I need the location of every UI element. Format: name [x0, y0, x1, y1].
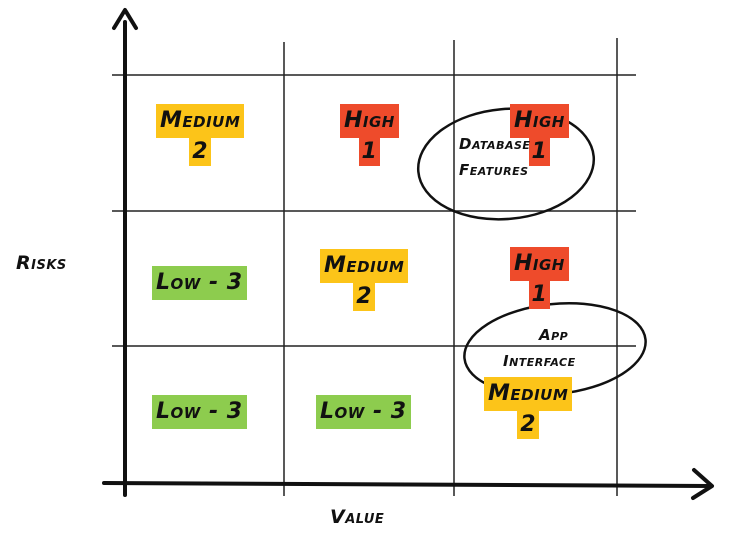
x-axis-label: Value [330, 506, 385, 528]
y-axis-arrowhead [112, 8, 138, 30]
cell-r1c1-medium: Medium 2 [156, 104, 245, 166]
database-features-line1: Database [459, 135, 531, 153]
app-interface-line1: App [539, 326, 569, 344]
database-features-ellipse [416, 107, 596, 221]
database-features-annotation: Database Features [459, 131, 530, 183]
cell-r2c3-level: High [510, 247, 569, 281]
cell-r3c3-count: 2 [517, 411, 540, 439]
cell-r1c1-level: Medium [156, 104, 245, 138]
app-interface-annotation: App Interface [503, 322, 576, 374]
cell-r2c1-low: Low - 3 [152, 266, 247, 300]
cell-r2c3-count: 1 [528, 281, 551, 309]
cell-r2c1-label: Low - 3 [152, 266, 247, 300]
cell-r3c3-medium: Medium 2 [484, 377, 573, 439]
cell-r1c2-count: 1 [358, 138, 381, 166]
cell-r1c3-level: High [510, 104, 569, 138]
y-axis-label: Risks [16, 252, 67, 274]
cell-r2c2-level: Medium [320, 249, 409, 283]
cell-r3c2-low: Low - 3 [316, 395, 411, 429]
database-features-line2: Features [459, 161, 529, 179]
cell-r1c3-count: 1 [528, 138, 551, 166]
cell-r2c3-high: High 1 [510, 247, 569, 309]
cell-r1c2-level: High [340, 104, 399, 138]
cell-r1c3-high: High 1 [510, 104, 569, 166]
cell-r3c3-level: Medium [484, 377, 573, 411]
cell-r2c2-count: 2 [353, 283, 376, 311]
cell-r3c1-label: Low - 3 [152, 395, 247, 429]
cell-r3c1-low: Low - 3 [152, 395, 247, 429]
cell-r3c2-label: Low - 3 [316, 395, 411, 429]
cell-r2c2-medium: Medium 2 [320, 249, 409, 311]
x-axis-arrowhead [691, 468, 714, 500]
cell-r1c2-high: High 1 [340, 104, 399, 166]
x-axis [102, 481, 712, 488]
cell-r1c1-count: 2 [189, 138, 212, 166]
app-interface-line2: Interface [503, 352, 576, 370]
